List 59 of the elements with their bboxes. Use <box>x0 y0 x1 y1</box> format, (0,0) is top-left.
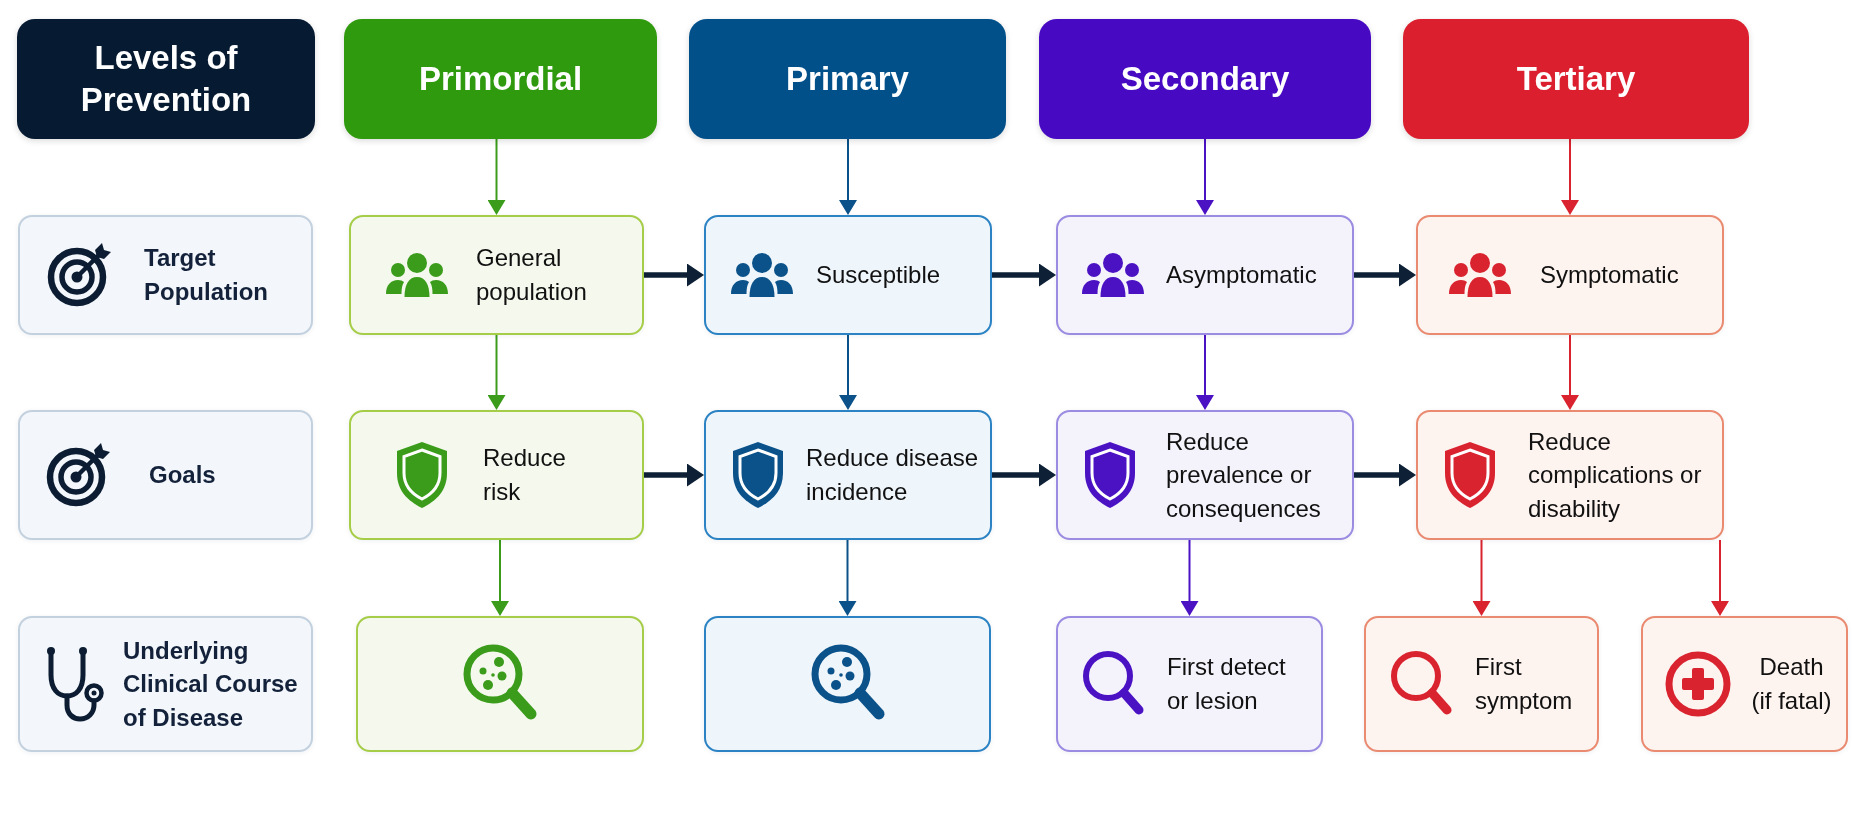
category-card <box>18 410 313 540</box>
stage-label: Reduce prevalence or consequences <box>1166 426 1322 524</box>
stage-card <box>1364 616 1599 752</box>
stage-card <box>349 215 644 335</box>
header-text: Primary <box>786 59 909 100</box>
arrow <box>1561 138 1579 215</box>
arrow <box>1354 463 1416 487</box>
stage-label: Death (if fatal) <box>1750 652 1833 716</box>
stage-card <box>1056 215 1354 335</box>
stage-label: First detect or lesion <box>1167 652 1287 716</box>
category-card <box>18 616 313 752</box>
header-text: Secondary <box>1120 59 1290 100</box>
arrow <box>1354 263 1416 287</box>
category-label: Goals <box>149 460 216 491</box>
stage-card <box>356 616 644 752</box>
arrow <box>1196 138 1214 215</box>
arrow <box>487 334 506 410</box>
stage-card <box>1056 410 1354 540</box>
arrow <box>1472 539 1491 616</box>
stage-label: General population <box>476 243 588 307</box>
stage-card <box>1416 410 1724 540</box>
arrow <box>644 463 704 487</box>
arrow <box>992 463 1056 487</box>
header-text: Levels of Prevention <box>79 38 253 120</box>
stage-label: Reduce risk <box>483 443 567 507</box>
stage-card <box>1416 215 1724 335</box>
arrow <box>1196 334 1214 410</box>
stage-card <box>349 410 644 540</box>
category-label: Underlying Clinical Course of Disease <box>123 635 299 733</box>
level-header <box>1039 19 1371 139</box>
stage-label: Asymptomatic <box>1166 260 1317 291</box>
arrow <box>992 263 1056 287</box>
stage-label: First symptom <box>1475 652 1574 716</box>
stage-card <box>1641 616 1848 752</box>
category-card <box>18 215 313 335</box>
stage-card <box>704 410 992 540</box>
header-text: Primordial <box>418 59 583 100</box>
title-header <box>17 19 315 139</box>
arrow <box>644 263 704 287</box>
arrow <box>1561 334 1579 410</box>
level-header <box>1403 19 1749 139</box>
level-header <box>689 19 1006 139</box>
stage-card <box>704 215 992 335</box>
stage-label: Reduce complications or disability <box>1528 426 1703 524</box>
arrow <box>491 539 509 616</box>
stage-label: Symptomatic <box>1540 260 1679 291</box>
stage-label: Reduce disease incidence <box>806 443 980 507</box>
stage-label: Susceptible <box>816 260 941 291</box>
arrow <box>838 539 857 616</box>
arrow <box>839 138 857 215</box>
arrow <box>487 138 506 215</box>
header-text: Tertiary <box>1516 59 1636 100</box>
category-label: Target Population <box>144 243 269 307</box>
level-header <box>344 19 657 139</box>
arrow <box>839 334 857 410</box>
stage-card <box>1056 616 1323 752</box>
arrow <box>1711 539 1729 616</box>
arrow <box>1180 539 1199 616</box>
stage-card <box>704 616 991 752</box>
